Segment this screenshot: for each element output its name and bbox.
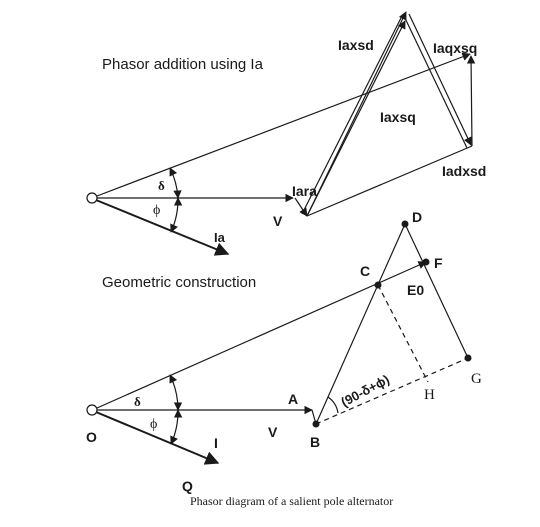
top-current-label: Ia — [214, 230, 226, 245]
label-c: C — [360, 263, 370, 279]
bottom-dg-line — [404, 223, 469, 359]
top-iaxsd-label: Iaxsd — [338, 37, 374, 53]
bottom-origin-circle — [86, 404, 98, 416]
bottom-bd-line — [315, 223, 406, 425]
label-h: H — [424, 387, 435, 403]
diagram-caption: Phasor diagram of a salient pole alterna… — [190, 494, 393, 508]
point-f — [422, 258, 430, 266]
top-iara-phasor — [294, 197, 308, 217]
top-iadxsd-label: Iadxsd — [442, 163, 486, 179]
top-title: Phasor addition using Ia — [102, 56, 264, 73]
label-g: G — [471, 371, 482, 387]
bottom-delta-arc — [169, 374, 183, 411]
top-iara-label: Iara — [292, 183, 317, 199]
bottom-e0-phasor — [96, 261, 427, 409]
top-iaxsq-label: Iaxsq — [380, 109, 416, 125]
label-b: B — [310, 434, 320, 450]
label-a: A — [288, 391, 298, 407]
bottom-phi-label: ϕ — [150, 417, 157, 432]
top-iaxsq-phasor — [306, 20, 406, 217]
top-iaqxsq-label: Iaqxsq — [433, 40, 477, 56]
e0-label: E0 — [407, 282, 424, 298]
top-iadxsd-outline — [466, 55, 476, 147]
top-iaxsd-outline — [301, 15, 403, 215]
top-iaqxsq-outline — [403, 15, 468, 149]
point-c — [374, 281, 382, 289]
label-f: F — [434, 255, 443, 271]
top-phi-label: ϕ — [153, 203, 160, 218]
top-resultant-phasor — [96, 52, 471, 197]
bottom-phi-arc — [170, 409, 183, 445]
top-origin-circle — [86, 192, 98, 204]
bottom-ch-dashed — [377, 284, 429, 383]
bottom-diagram — [86, 223, 469, 465]
top-diagram — [86, 11, 476, 256]
bottom-voltage-label: V — [268, 424, 278, 440]
bottom-current-label: I — [214, 435, 218, 451]
angle-label: (90-δ+ϕ) — [338, 372, 392, 410]
top-phi-arc — [170, 197, 183, 233]
bottom-current-phasor — [95, 411, 220, 465]
label-q: Q — [182, 478, 193, 494]
bottom-title: Geometric construction — [102, 274, 256, 291]
top-iaqxsq-phasor — [408, 13, 472, 146]
top-current-phasor — [95, 199, 230, 256]
top-delta-arc — [169, 167, 182, 199]
label-d: D — [412, 209, 422, 225]
bottom-bg-dashed — [315, 357, 469, 425]
top-voltage-label: V — [273, 213, 283, 229]
point-g — [464, 354, 472, 362]
top-iadxsd-phasor — [306, 145, 473, 217]
top-delta-label: δ — [158, 178, 165, 193]
bottom-angle-arc — [327, 396, 339, 414]
bottom-delta-label: δ — [134, 394, 141, 409]
point-d — [401, 220, 409, 228]
bottom-origin-label: O — [86, 429, 97, 445]
point-b — [312, 420, 320, 428]
